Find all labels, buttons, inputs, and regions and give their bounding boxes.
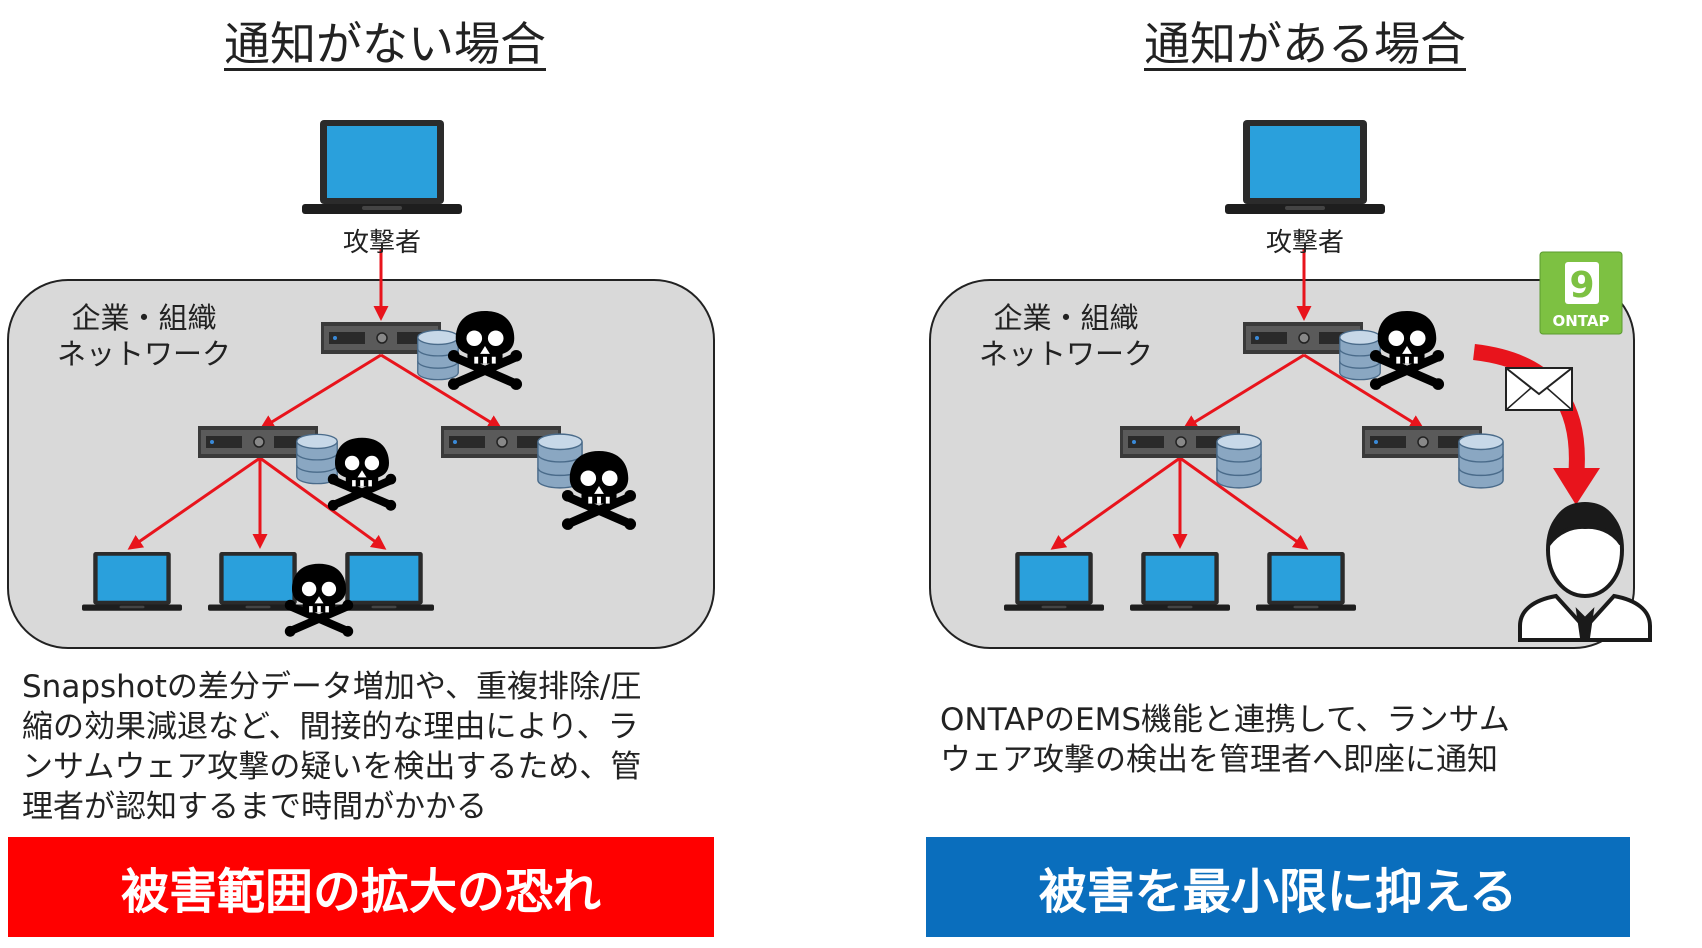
attacker-label: 攻撃者	[1265, 228, 1344, 258]
arrows-right	[1050, 248, 1425, 550]
database-icon	[1216, 433, 1262, 489]
left-description: Snapshotの差分データ増加や、重複排除/圧 縮の効果減退など、間接的な理由…	[22, 667, 702, 827]
org-network-label: 企業・組織 ネットワーク	[956, 300, 1176, 372]
attacker-label: 攻撃者	[342, 228, 421, 258]
right-network-area	[929, 279, 1635, 649]
org-label-line: ネットワーク	[56, 337, 231, 371]
attacker-laptop-icon	[302, 120, 462, 214]
ontap-version: 9	[1569, 265, 1594, 306]
notification-arrowhead	[1553, 468, 1600, 505]
ontap-logo: 9 ONTAP	[1539, 251, 1623, 335]
org-label-line: 企業・組織	[71, 301, 217, 335]
left-network-group	[7, 120, 715, 649]
description-line: ンサムウェア攻撃の疑いを検出するため、管	[22, 749, 642, 785]
risk-banner: 被害範囲の拡大の恐れ	[8, 837, 714, 937]
ontap-label: ONTAP	[1553, 312, 1610, 330]
description-line: Snapshotの差分データ増加や、重複排除/圧	[22, 669, 642, 705]
right-network-group: 9 ONTAP	[929, 120, 1652, 649]
laptop-icon	[1256, 552, 1356, 611]
description-line: ONTAPのEMS機能と連携して、ランサム	[940, 702, 1510, 738]
left-panel-title: 通知がない場合	[224, 17, 546, 71]
envelope-icon	[1505, 367, 1573, 411]
arrows-left	[127, 248, 503, 550]
laptop-icon	[82, 552, 182, 611]
org-label-line: 企業・組織	[993, 301, 1139, 335]
mitigation-banner: 被害を最小限に抑える	[926, 837, 1630, 937]
attacker-laptop-icon	[1225, 120, 1385, 214]
description-line: ウェア攻撃の検出を管理者へ即座に通知	[940, 742, 1498, 778]
org-label-line: ネットワーク	[978, 337, 1153, 371]
laptop-icon	[1004, 552, 1104, 611]
laptop-icon	[1130, 552, 1230, 611]
description-line: 理者が認知するまで時間がかかる	[22, 789, 487, 825]
org-network-label: 企業・組織 ネットワーク	[34, 300, 254, 372]
right-panel-title: 通知がある場合	[1144, 17, 1466, 71]
description-line: 縮の効果減退など、間接的な理由により、ラ	[22, 709, 639, 745]
right-description: ONTAPのEMS機能と連携して、ランサム ウェア攻撃の検出を管理者へ即座に通知	[940, 700, 1660, 780]
database-icon	[1458, 433, 1504, 489]
admin-person-icon	[1518, 501, 1652, 642]
